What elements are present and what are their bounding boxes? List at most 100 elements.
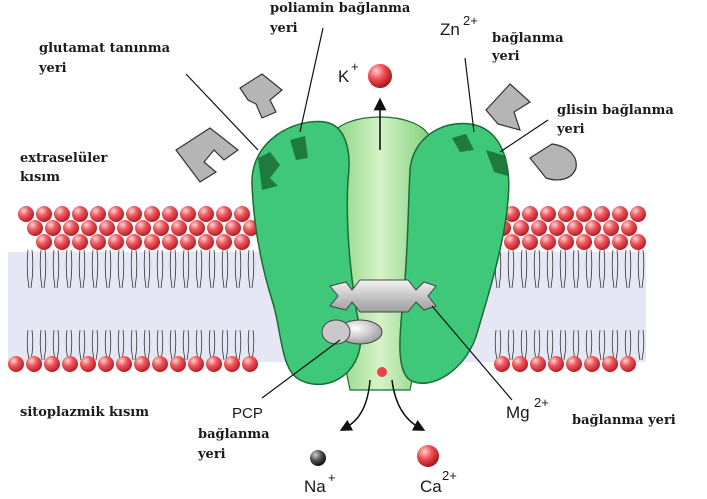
- lipid-head: [584, 356, 600, 372]
- lipid-head: [602, 356, 618, 372]
- na-ion-label: Na: [304, 477, 326, 496]
- lipid-head: [630, 234, 646, 250]
- lipid-head: [126, 234, 142, 250]
- lipid-head: [585, 220, 601, 236]
- lipid-head: [162, 206, 178, 222]
- poliamin-label-line1: poliamin bağlanma: [270, 1, 411, 16]
- pcp-binding-site-back: [322, 320, 350, 344]
- nmda-receptor: [252, 104, 509, 428]
- lipid-head: [180, 234, 196, 250]
- lipid-head: [134, 356, 150, 372]
- lipid-head: [603, 220, 619, 236]
- lipid-head: [116, 356, 132, 372]
- lipid-head: [522, 206, 538, 222]
- lipid-head: [567, 220, 583, 236]
- lipid-head: [36, 234, 52, 250]
- na-charge-label: +: [328, 470, 336, 485]
- lipid-head: [144, 234, 160, 250]
- lipid-head: [99, 220, 115, 236]
- lipid-head: [54, 206, 70, 222]
- lipid-head: [522, 234, 538, 250]
- lipid-head: [566, 356, 582, 372]
- mg-ion-label: Mg: [506, 403, 530, 422]
- lipid-head: [225, 220, 241, 236]
- lipid-head: [135, 220, 151, 236]
- pcp-label-line2: bağlanma: [198, 427, 270, 442]
- zn-site-label-line1: bağlanma: [492, 31, 564, 46]
- lipid-head: [117, 220, 133, 236]
- lipid-head: [513, 220, 529, 236]
- lipid-head: [621, 220, 637, 236]
- lipid-head: [144, 206, 160, 222]
- lipid-head: [108, 206, 124, 222]
- lipid-head: [576, 206, 592, 222]
- zn-ion-label: Zn: [440, 20, 460, 39]
- ca-ion: [417, 445, 439, 467]
- lipid-head: [27, 220, 43, 236]
- lipid-head: [540, 206, 556, 222]
- lipid-head: [18, 206, 34, 222]
- lipid-head: [549, 220, 565, 236]
- lipid-head: [198, 234, 214, 250]
- pcp-label-line1: PCP: [232, 405, 263, 422]
- lipid-head: [512, 356, 528, 372]
- lipid-head: [188, 356, 204, 372]
- ca-charge-label: 2+: [442, 468, 457, 483]
- mg-charge-label: 2+: [534, 395, 549, 410]
- zn-ligand-shape: [486, 84, 530, 130]
- lipid-head: [620, 356, 636, 372]
- lipid-head: [80, 356, 96, 372]
- lipid-head: [90, 206, 106, 222]
- glutamat-label-line1: glutamat tanınma: [39, 41, 171, 56]
- lipid-head: [594, 206, 610, 222]
- lipid-head: [180, 206, 196, 222]
- lipid-head: [36, 206, 52, 222]
- lipid-head: [558, 206, 574, 222]
- lipid-head: [45, 220, 61, 236]
- k-charge-label: +: [351, 59, 359, 74]
- lipid-head: [494, 356, 510, 372]
- zn-site-label-line2: yeri: [491, 49, 520, 64]
- zn-pointer: [465, 58, 474, 132]
- lipid-head: [531, 220, 547, 236]
- lipid-head: [540, 234, 556, 250]
- ca-ion-label: Ca: [420, 477, 442, 496]
- lipid-head: [8, 356, 24, 372]
- lipid-head: [153, 220, 169, 236]
- lipid-head: [72, 234, 88, 250]
- glycine-ligand-shape: [530, 144, 576, 180]
- lipid-head: [81, 220, 97, 236]
- pcp-label-line3: yeri: [197, 447, 226, 462]
- mg-site-label: bağlanma yeri: [572, 413, 676, 428]
- lipid-head: [26, 356, 42, 372]
- na-ion: [310, 450, 326, 466]
- lipid-head: [530, 356, 546, 372]
- glisin-label-line2: yeri: [556, 122, 585, 137]
- lipid-head: [207, 220, 223, 236]
- lipid-head: [63, 220, 79, 236]
- polyamine-ligand-shape: [240, 74, 282, 118]
- extraselular-label-line1: extraselüler: [20, 151, 107, 166]
- lipid-head: [504, 234, 520, 250]
- lipid-head: [62, 356, 78, 372]
- glutamate-ligand-shape: [176, 128, 238, 182]
- lipid-head: [170, 356, 186, 372]
- extraselular-label-line2: kısım: [20, 170, 60, 185]
- lipid-head: [224, 356, 240, 372]
- lipid-head: [108, 234, 124, 250]
- lipid-head: [594, 234, 610, 250]
- lipid-head: [234, 206, 250, 222]
- lipid-head: [152, 356, 168, 372]
- lipid-head: [198, 206, 214, 222]
- lipid-head: [162, 234, 178, 250]
- poliamin-pointer: [300, 28, 323, 132]
- lipid-head: [216, 234, 232, 250]
- zn-charge-label: 2+: [463, 13, 478, 28]
- lipid-head: [242, 356, 258, 372]
- sitoplazmik-label: sitoplazmik kısım: [20, 405, 149, 420]
- k-ion: [368, 64, 392, 88]
- lipid-head: [72, 206, 88, 222]
- lipid-head: [558, 234, 574, 250]
- lipid-head: [548, 356, 564, 372]
